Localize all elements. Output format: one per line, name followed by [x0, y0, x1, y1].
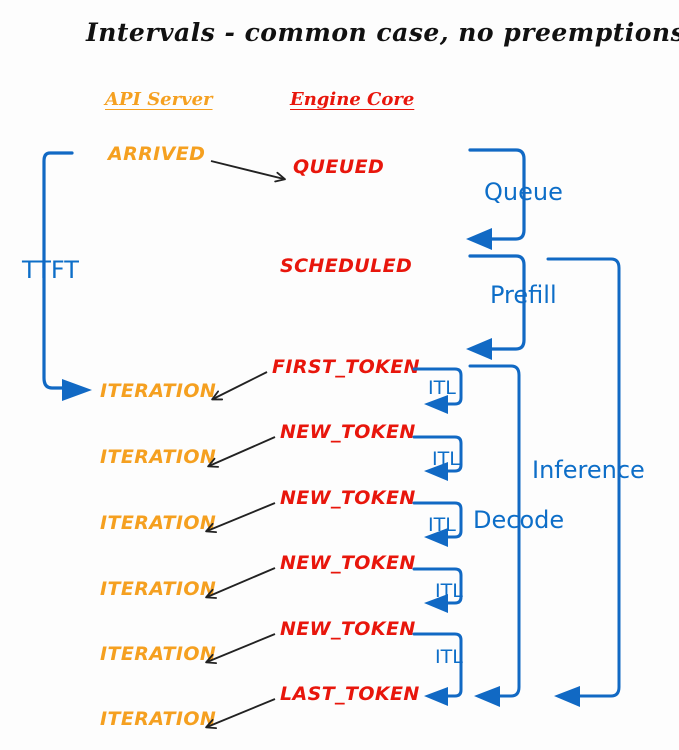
- interval-label-itl-5: ITL: [435, 646, 463, 668]
- interval-bracket-itl-1: [412, 367, 463, 414]
- interval-bracket-ttft: [42, 151, 92, 401]
- arrow-last-token-to-iteration: [205, 698, 276, 730]
- interval-bracket-inference: [546, 257, 621, 707]
- event-iteration-6: ITERATION: [100, 708, 217, 730]
- arrow-new-token-3-to-iteration: [205, 567, 276, 599]
- event-scheduled: SCHEDULED: [280, 255, 413, 277]
- interval-label-itl-3: ITL: [428, 514, 456, 536]
- event-iteration-4: ITERATION: [100, 578, 217, 600]
- interval-label-itl-4: ITL: [435, 580, 463, 602]
- event-iteration-5: ITERATION: [100, 643, 217, 665]
- interval-label-ttft: TTFT: [22, 256, 79, 284]
- interval-bracket-itl-5: [412, 632, 463, 706]
- event-first-token: FIRST_TOKEN: [272, 356, 420, 378]
- event-iteration-3: ITERATION: [100, 512, 217, 534]
- event-iteration-2: ITERATION: [100, 446, 217, 468]
- event-arrived: ARRIVED: [108, 143, 206, 165]
- event-new-token-2: NEW_TOKEN: [280, 487, 416, 509]
- arrow-new-token-2-to-iteration: [205, 502, 276, 534]
- event-last-token: LAST_TOKEN: [280, 683, 420, 705]
- interval-bracket-itl-4: [412, 567, 463, 613]
- arrow-first-token-to-iteration: [211, 371, 268, 401]
- event-new-token-1: NEW_TOKEN: [280, 421, 416, 443]
- arrow-new-token-4-to-iteration: [205, 633, 276, 665]
- interval-bracket-decode: [468, 364, 521, 707]
- diagram-title: Intervals - common case, no preemptions: [86, 18, 679, 47]
- interval-bracket-itl-3: [412, 501, 463, 547]
- interval-bracket-itl-2: [412, 435, 463, 481]
- interval-bracket-queue: [466, 148, 526, 250]
- interval-label-itl-1: ITL: [428, 377, 456, 399]
- arrow-new-token-1-to-iteration: [207, 436, 276, 468]
- event-iteration-1: ITERATION: [100, 380, 217, 402]
- lane-header-api-server: API Server: [105, 89, 213, 110]
- event-new-token-3: NEW_TOKEN: [280, 552, 416, 574]
- event-new-token-4: NEW_TOKEN: [280, 618, 416, 640]
- lane-header-engine-core: Engine Core: [290, 89, 415, 110]
- interval-label-inference: Inference: [532, 456, 645, 484]
- interval-bracket-prefill: [466, 254, 526, 360]
- arrow-arrived-to-queued: [210, 160, 286, 183]
- event-queued: QUEUED: [293, 156, 385, 178]
- interval-label-itl-2: ITL: [432, 448, 460, 470]
